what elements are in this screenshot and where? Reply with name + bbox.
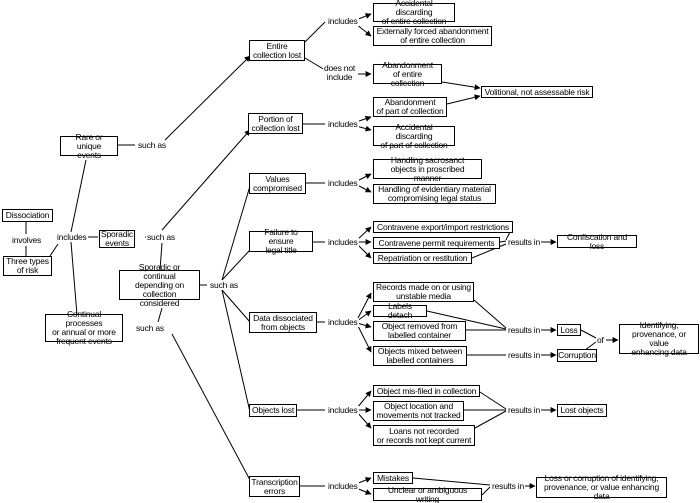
label-results-in-failure: results in (507, 237, 542, 247)
node-contravene-permit: Contravene permit requirements (373, 237, 500, 249)
label-such-as-hub: such as (209, 280, 239, 290)
node-volitional-risk: Volitional, not assessable risk (481, 86, 593, 98)
label-such-as-sporadic: such as (146, 232, 176, 242)
label-includes-values: includes (327, 178, 359, 188)
node-objects-mixed: Objects mixed between labelled container… (373, 346, 467, 366)
node-confiscation-and-loss: Confiscation and loss (557, 232, 637, 250)
node-sporadic-or-continual: Sporadic or continual depending on colle… (119, 262, 200, 307)
label-includes-transcription: includes (327, 481, 359, 491)
node-location-not-tracked: Object location and movements not tracke… (373, 401, 464, 421)
node-loss: Loss (557, 324, 581, 336)
node-corruption: Corruption (557, 349, 597, 362)
label-involves: involves (11, 235, 43, 245)
node-values-compromised: Values compromised (249, 173, 306, 194)
node-lost-objects: Lost objects (557, 404, 607, 417)
label-results-in-lost: results in (507, 405, 542, 415)
node-contravene-export: Contravene export/import restrictions (373, 221, 513, 233)
node-object-misfiled: Object mis-filed in collection (373, 385, 480, 397)
node-loss-or-corruption-data: Loss or corruption of identifying, prove… (536, 474, 667, 501)
label-results-in-corruption: results in (507, 350, 542, 360)
label-includes-objects: includes (327, 405, 359, 415)
node-portion-of-collection-lost: Portion of collection lost (248, 113, 303, 134)
node-transcription-errors: Transcription errors (249, 476, 300, 497)
node-failure-legal-title: Failure to ensure legal title (249, 228, 313, 255)
label-includes-failure: includes (327, 237, 359, 247)
node-unclear-writing: Unclear or ambiguous writing (373, 485, 482, 503)
label-results-in-loss: results in (507, 325, 542, 335)
label-of: of (596, 335, 605, 345)
node-dissociation: Dissociation (2, 209, 53, 222)
node-abandonment-entire: Abandonment of entire collection (373, 60, 442, 87)
node-externally-forced-abandonment: Externally forced abandonment of entire … (373, 26, 492, 46)
label-results-in-transcription: results in (491, 481, 526, 491)
label-includes-portion: includes (327, 119, 359, 129)
label-such-as-continual: such as (135, 323, 165, 333)
node-loans-not-recorded: Loans not recorded or records not kept c… (373, 425, 475, 446)
node-rare-or-unique-events: Rare or unique events (60, 132, 118, 159)
node-accidental-discarding-part: Accidental discarding of part of collect… (373, 122, 455, 149)
node-object-removed: Object removed from labelled container (373, 321, 466, 341)
node-mistakes: Mistakes (373, 472, 413, 484)
node-entire-collection-lost: Entire collection lost (249, 40, 305, 61)
node-identifying-data: Identifying, provenance, or value enhanc… (619, 321, 699, 357)
node-abandonment-part: Abandonment of part of collection (373, 97, 447, 117)
label-includes-risk: includes (56, 232, 88, 242)
node-objects-lost: Objects lost (249, 404, 297, 417)
node-sporadic-events: Sporadic events (99, 230, 135, 248)
node-labels-detach: Labels detach (373, 302, 427, 320)
node-data-dissociated: Data dissociated from objects (249, 312, 317, 333)
node-three-types-of-risk: Three types of risk (3, 256, 52, 276)
label-includes-entire: includes (327, 16, 359, 26)
node-repatriation: Repatriation or restitution (373, 252, 472, 264)
node-handling-sacrosanct: Handling sacrosanct objects in proscribe… (373, 155, 482, 182)
label-includes-data: includes (327, 317, 359, 327)
node-accidental-discarding-entire: Accidental discarding of entire collecti… (373, 0, 455, 26)
node-continual-processes: Continual processes or annual or more fr… (45, 310, 123, 346)
label-does-not-include: does not include (323, 63, 357, 82)
node-records-unstable-media: Records made on or using unstable media (373, 282, 474, 302)
label-such-as-rare: such as (137, 140, 167, 150)
node-handling-evidentiary: Handling of evidentiary material comprom… (373, 184, 496, 204)
